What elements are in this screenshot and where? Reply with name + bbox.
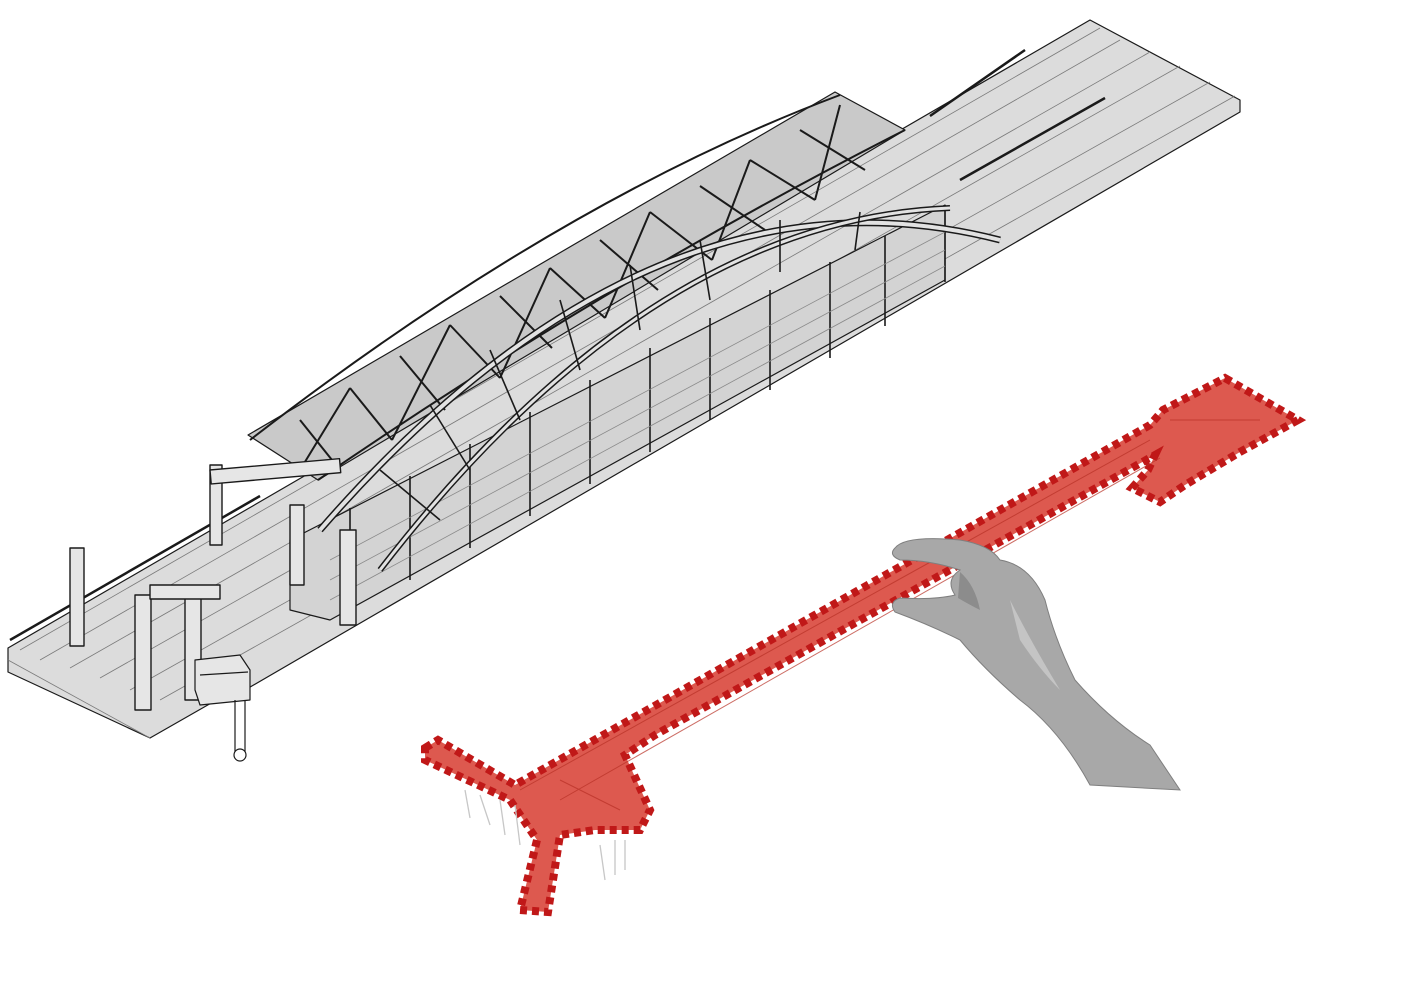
hand-finger-shadow xyxy=(958,572,980,610)
support-struts xyxy=(464,789,626,881)
station-structure xyxy=(7,19,1241,762)
hall-side-wall xyxy=(289,204,946,621)
arch-braces xyxy=(379,211,861,521)
portal-frames xyxy=(69,457,357,711)
main-arch xyxy=(317,205,1001,572)
roof-truss xyxy=(249,94,906,481)
walkway-model xyxy=(421,373,1307,917)
wall-columns xyxy=(349,205,946,612)
walkway-detail-lines xyxy=(519,419,1260,811)
hand xyxy=(891,538,1181,791)
walkway-fill xyxy=(421,373,1307,917)
cabin xyxy=(194,654,251,762)
